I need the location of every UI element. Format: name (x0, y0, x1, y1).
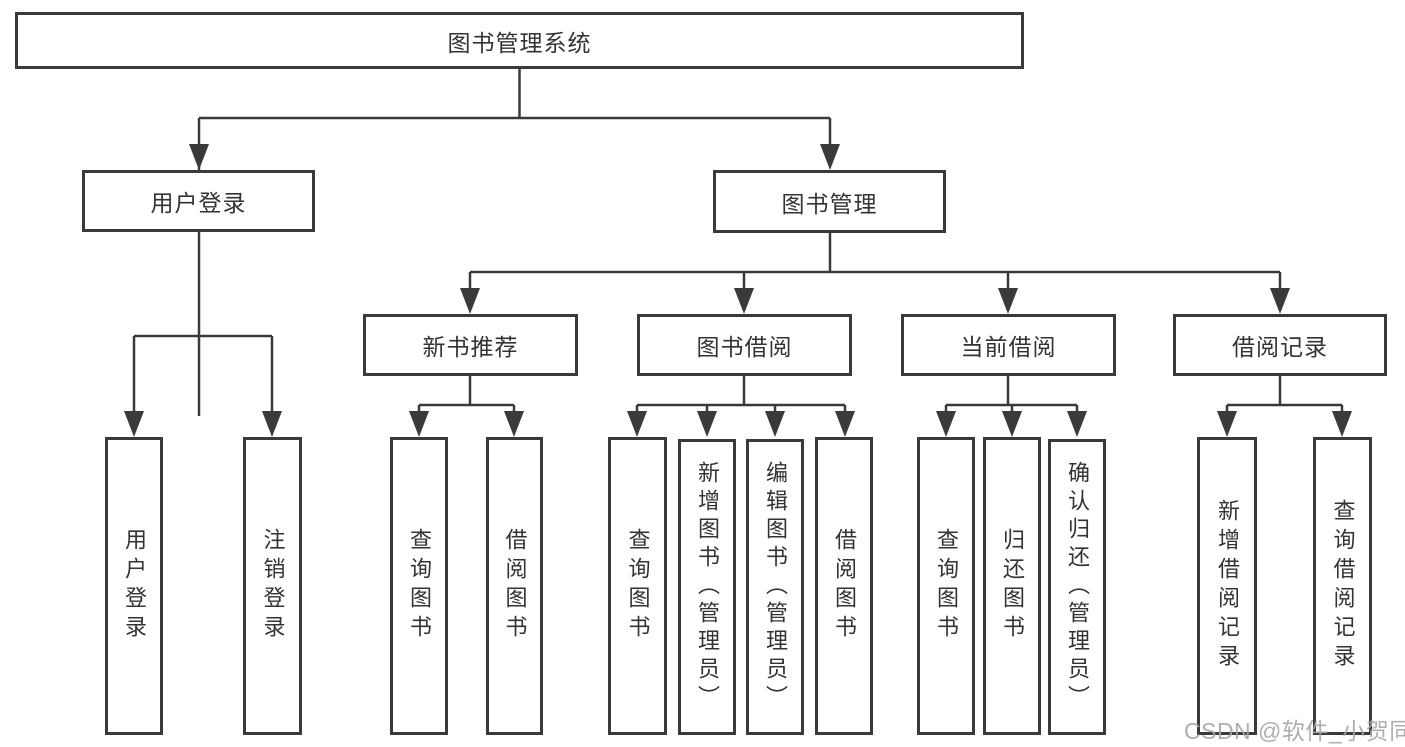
leaf-query-book-current: 查询图书 (917, 437, 975, 735)
node-book-management: 图书管理 (713, 170, 946, 233)
leaf-borrow-book-recommend-label: 借阅图书 (502, 528, 528, 644)
watermark: CSDN @软件_小贺同学 (1184, 718, 1405, 744)
leaf-add-borrow-record-label: 新增借阅记录 (1215, 499, 1240, 673)
node-user-login-group-label: 用户登录 (150, 190, 247, 216)
node-borrow-records-label: 借阅记录 (1232, 334, 1328, 360)
leaf-user-login-label: 用户登录 (122, 528, 147, 644)
leaf-confirm-return-admin-label: 确认归还（管理员） (1065, 461, 1090, 713)
leaf-query-book-borrowing-label: 查询图书 (625, 528, 651, 644)
leaf-add-book-admin: 新增图书（管理员） (678, 439, 736, 735)
node-book-borrowing: 图书借阅 (637, 314, 852, 376)
leaf-add-book-admin-label: 新增图书（管理员） (695, 461, 720, 713)
node-root: 图书管理系统 (15, 12, 1024, 69)
leaf-query-borrow-record: 查询借阅记录 (1313, 437, 1372, 735)
node-new-book-recommend: 新书推荐 (363, 314, 578, 376)
node-new-book-recommend-label: 新书推荐 (422, 334, 519, 360)
node-borrow-records: 借阅记录 (1173, 314, 1387, 376)
leaf-query-book-borrowing: 查询图书 (608, 437, 667, 735)
node-book-management-label: 图书管理 (781, 190, 878, 217)
leaf-query-book-current-label: 查询图书 (934, 528, 959, 644)
leaf-confirm-return-admin: 确认归还（管理员） (1048, 439, 1106, 735)
node-root-label: 图书管理系统 (447, 29, 592, 56)
leaf-borrow-book-borrowing: 借阅图书 (815, 437, 873, 735)
leaf-query-borrow-record-label: 查询借阅记录 (1330, 499, 1356, 673)
leaf-add-borrow-record: 新增借阅记录 (1197, 437, 1257, 735)
leaf-logout-label: 注销登录 (260, 528, 286, 644)
node-current-borrowing: 当前借阅 (901, 314, 1116, 376)
connector-lines (132, 69, 1344, 416)
leaf-query-book-recommend-label: 查询图书 (407, 528, 432, 644)
node-book-borrowing-label: 图书借阅 (696, 334, 793, 360)
leaf-logout: 注销登录 (243, 437, 302, 735)
leaf-edit-book-admin-label: 编辑图书（管理员） (763, 461, 788, 713)
node-user-login-group: 用户登录 (82, 170, 315, 232)
leaf-return-book: 归还图书 (983, 437, 1041, 735)
leaf-borrow-book-borrowing-label: 借阅图书 (832, 528, 857, 644)
node-current-borrowing-label: 当前借阅 (960, 334, 1057, 360)
leaf-return-book-label: 归还图书 (1000, 528, 1025, 644)
leaf-query-book-recommend: 查询图书 (390, 437, 448, 735)
arrowheads (124, 144, 1352, 437)
leaf-edit-book-admin: 编辑图书（管理员） (746, 439, 804, 735)
leaf-user-login: 用户登录 (105, 437, 163, 735)
leaf-borrow-book-recommend: 借阅图书 (486, 437, 543, 735)
